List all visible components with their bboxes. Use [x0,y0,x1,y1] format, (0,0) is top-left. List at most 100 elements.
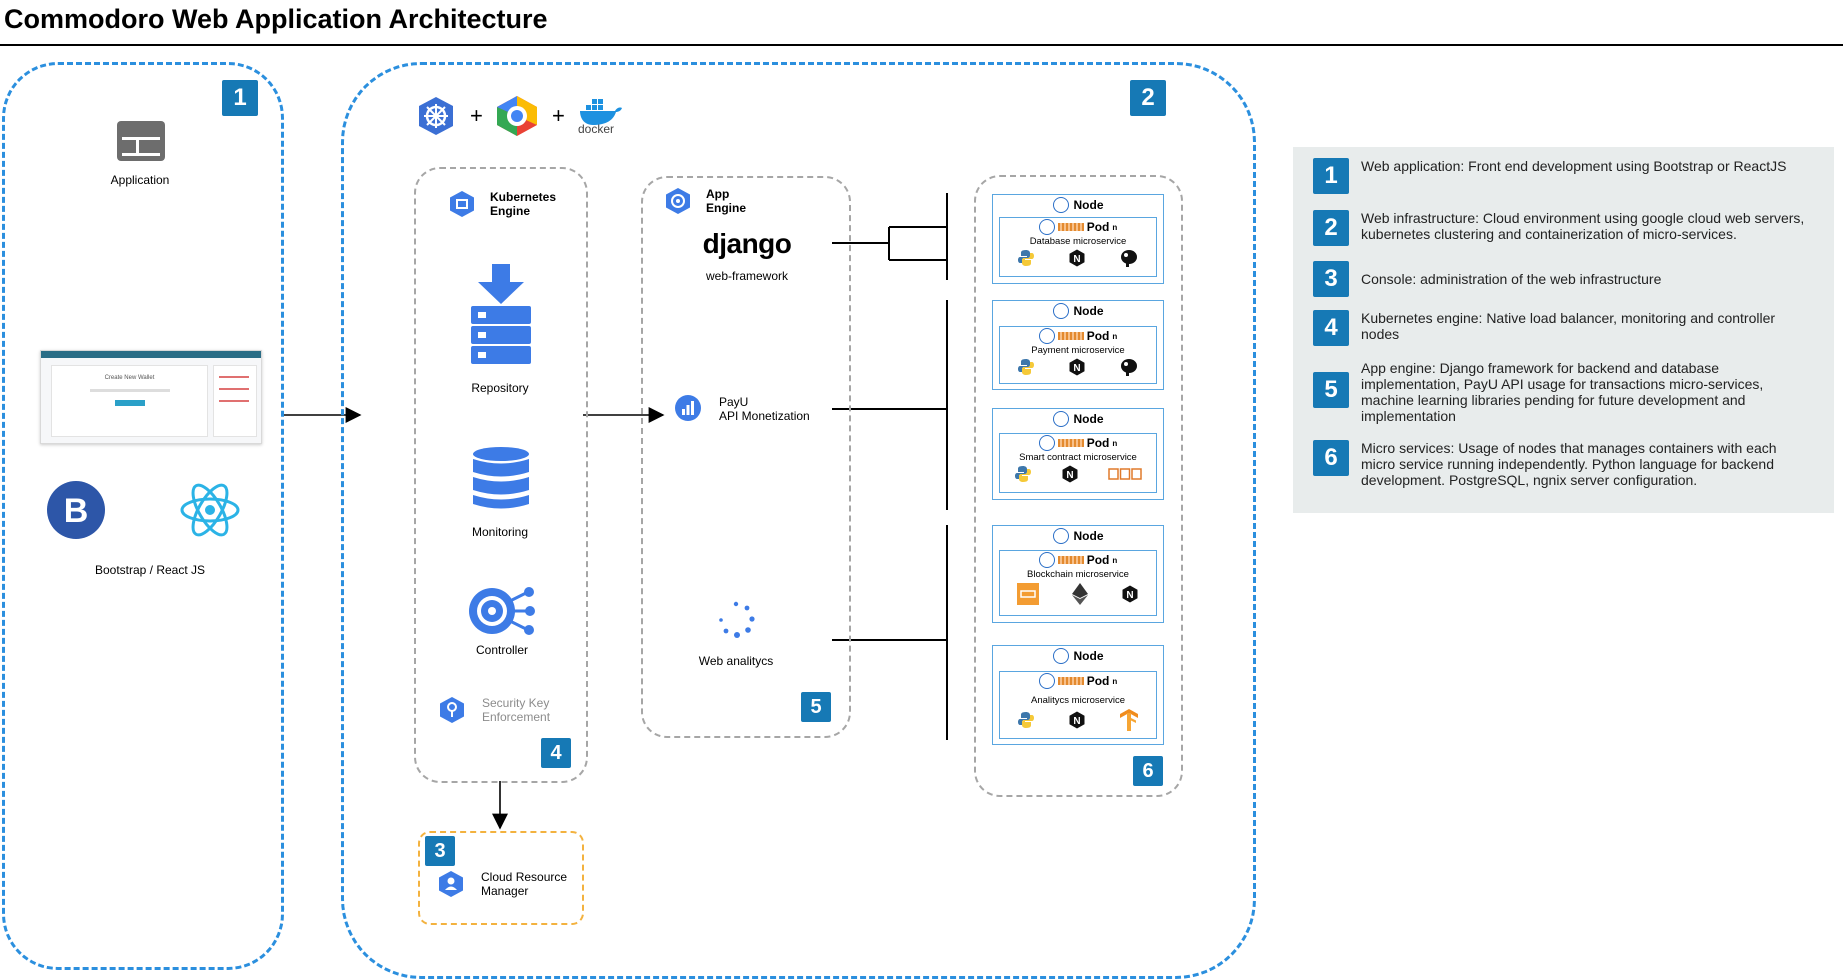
node-icon [1052,411,1069,427]
legend-badge: 3 [1313,261,1349,297]
docker-icon [577,96,623,131]
plus-sign: + [470,103,483,128]
google-cloud-icon [493,94,541,143]
postgresql-icon [1119,248,1139,273]
plus-sign-2: + [552,103,565,128]
app-engine-box [641,176,851,738]
pod-icon [1038,552,1055,568]
microservice-name: Blockchain microservice [1027,569,1129,580]
legend-text: Micro services: Usage of nodes that mana… [1361,440,1777,488]
legend-item: 6 Micro services: Usage of nodes that ma… [1313,440,1811,488]
blockchain-icon [1016,582,1039,610]
pod-icon [1038,435,1055,451]
postgresql-icon [1119,357,1139,382]
legend-badge: 2 [1313,210,1349,246]
pod-label: Pod [1086,553,1110,567]
legend-item: 2 Web infrastructure: Cloud environment … [1313,210,1811,246]
zone-2-badge: 2 [1130,80,1166,116]
microservice-name: Payment microservice [1031,345,1125,356]
legend-item: 3 Console: administration of the web inf… [1313,261,1811,297]
nginx-icon: N [1068,711,1086,734]
pod-count: n [1112,555,1118,565]
pod-label: Pod [1086,329,1110,343]
application-icon [116,120,166,167]
repository-icon [470,264,532,371]
django-subtitle: web-framework [705,269,789,283]
zone-4-badge: 4 [541,738,571,768]
frameworks-label: Bootstrap / React JS [94,563,206,577]
web-application-zone [2,62,284,970]
zone-5-badge: 5 [801,692,831,722]
legend-panel: 1 Web application: Front end development… [1293,147,1834,513]
legend-text: Kubernetes engine: Native load balancer,… [1361,310,1776,342]
legend-text: Web infrastructure: Cloud environment us… [1361,210,1805,242]
container-icon [1057,223,1084,231]
microservice-name: Database microservice [1029,236,1127,247]
nginx-icon: N [1121,585,1139,608]
svg-text:N: N [1127,590,1134,601]
pod-label: Pod [1086,220,1110,234]
node-label: Node [1073,412,1104,426]
bootstrap-icon: B [46,480,106,545]
repository-label: Repository [471,381,529,395]
svg-text:N: N [1066,470,1073,481]
node-label: Node [1073,198,1104,212]
node-icon [1052,303,1069,319]
react-icon [178,478,242,547]
microservices-box [974,175,1183,797]
legend-item: 4 Kubernetes engine: Native load balance… [1313,310,1811,346]
screenshot-heading: Create New Wallet [104,375,155,381]
node-icon [1052,648,1069,664]
application-label: Application [110,173,170,187]
node-label: Node [1073,304,1104,318]
pod-icon [1038,673,1055,689]
svg-text:B: B [64,492,89,530]
security-key-icon [438,696,466,729]
kubernetes-engine-box [414,167,588,783]
docker-label: docker [578,122,615,136]
legend-badge: 4 [1313,310,1349,346]
tensorflow-icon [1119,708,1139,736]
zone-3-badge: 3 [425,836,455,866]
page-title: Commodoro Web Application Architecture [4,4,548,34]
legend-text: App engine: Django framework for backend… [1361,360,1764,424]
web-analytics-icon [716,600,756,645]
ethereum-icon [1071,582,1088,610]
python-icon [1017,249,1035,272]
legend-badge: 6 [1313,440,1349,476]
nginx-icon: N [1068,358,1086,381]
pod-label: Pod [1086,436,1110,450]
node-icon [1052,197,1069,213]
microservice-name: Analitycs microservice [1031,695,1125,706]
cloud-resource-manager-box [418,831,584,925]
webapp-screenshot: Create New Wallet [40,350,262,444]
container-icon [1057,556,1084,564]
svg-text:N: N [1073,363,1080,374]
pod-count: n [1112,676,1118,686]
legend-text: Console: administration of the web infra… [1361,271,1662,287]
python-icon [1014,465,1032,488]
python-icon [1017,358,1035,381]
pod-count: n [1112,331,1118,341]
zone-6-badge: 6 [1133,756,1163,786]
legend-text: Web application: Front end development u… [1361,158,1787,174]
kubernetes-icon [416,96,456,141]
svg-text:N: N [1073,716,1080,727]
node-label: Node [1073,529,1104,543]
kubernetes-engine-icon [448,190,476,223]
pod-label: Pod [1086,674,1110,688]
zone-1-badge: 1 [222,80,258,116]
legend-item: 1 Web application: Front end development… [1313,158,1811,194]
